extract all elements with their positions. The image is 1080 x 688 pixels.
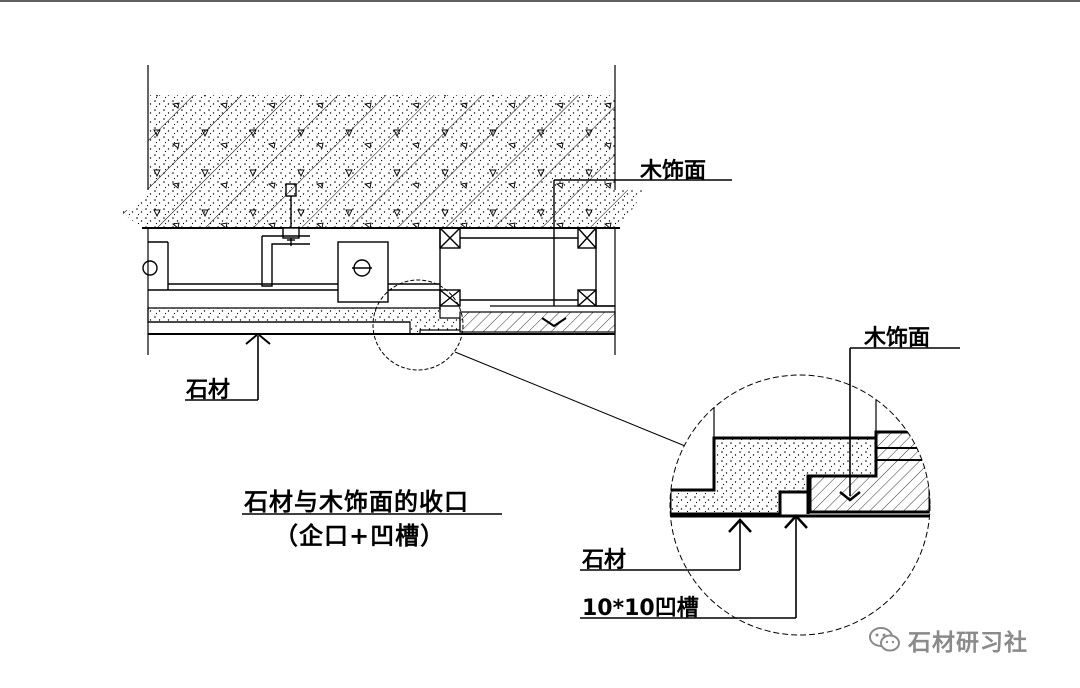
concrete-slab	[118, 65, 645, 355]
stone-panel	[147, 307, 615, 335]
label-wood-top: 木饰面	[640, 159, 707, 184]
wechat-icon	[869, 627, 900, 652]
detail-callout	[372, 279, 691, 449]
anchor-bolt	[261, 183, 310, 287]
stone-leader	[185, 332, 271, 401]
label-stone-main: 石材	[186, 378, 231, 403]
watermark-text: 石材研习社	[908, 630, 1028, 656]
label-groove-detail: 10*10凹槽	[582, 596, 699, 621]
steel-frame	[142, 228, 441, 310]
drawing-subtitle: （企口+凹槽）	[274, 522, 446, 550]
enlarged-detail	[580, 347, 960, 636]
watermark: 石材研习社	[868, 624, 1028, 656]
label-wood-detail: 木饰面	[864, 326, 931, 351]
wood-panel	[459, 305, 616, 333]
label-stone-detail: 石材	[582, 548, 627, 573]
drawing-title: 石材与木饰面的收口	[244, 488, 469, 516]
timber-battens	[439, 180, 615, 307]
